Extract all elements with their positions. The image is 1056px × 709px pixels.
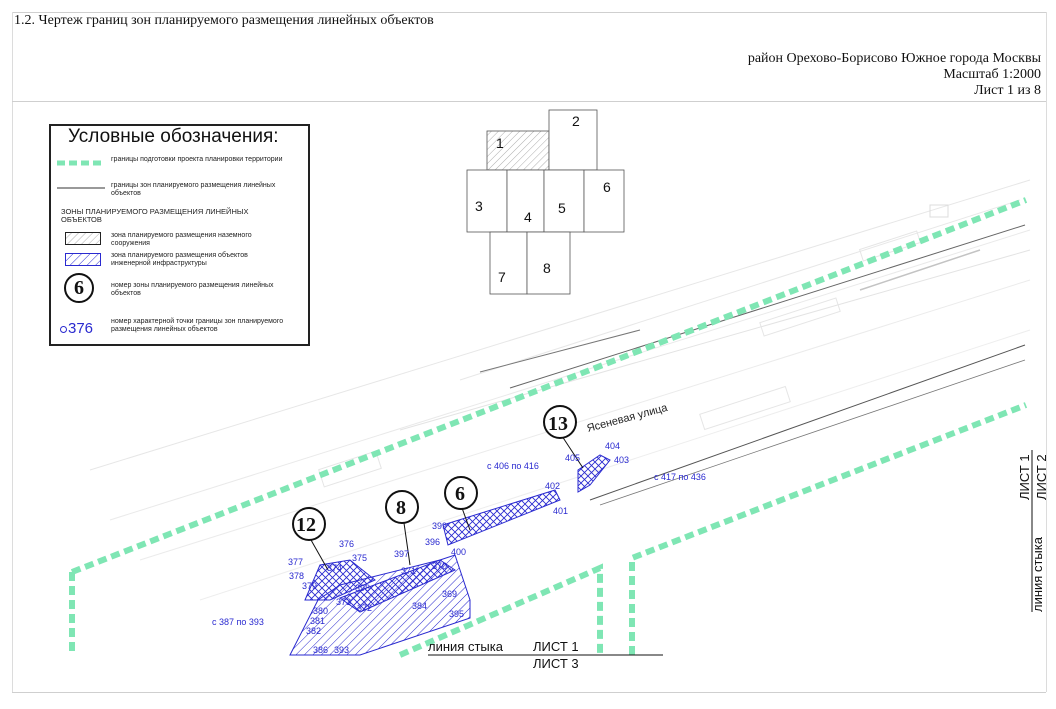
road-line-north-2 (479, 329, 641, 373)
point-404: 404 (605, 441, 620, 451)
point-370: 370 (432, 561, 447, 571)
junction-label-bottom: линия стыка (428, 639, 504, 654)
characteristic-points: 404 405 403 402 401 399 396 400 397 370 … (288, 441, 629, 655)
legend-zone-boundary-swatch (57, 187, 105, 189)
legend-item-planning-boundary: границы подготовки проекта планировки те… (111, 156, 283, 163)
point-399: 399 (432, 521, 447, 531)
point-369: 369 (442, 589, 457, 599)
index-sheet-5: 5 (558, 200, 566, 216)
road-line-south (589, 344, 1026, 501)
range-387-393: с 387 по 393 (212, 617, 264, 627)
point-400: 400 (451, 547, 466, 557)
zone-12 (304, 559, 376, 601)
frame-bottom-line (12, 692, 1046, 693)
zone-8-marker: 8 (385, 490, 419, 566)
zone-number-12: 12 (296, 514, 316, 536)
frame-top-line (12, 12, 1046, 13)
legend-engineering-swatch (65, 253, 101, 266)
zone-13 (577, 454, 611, 493)
sheet1-label-right: ЛИСТ 1 (1017, 454, 1032, 500)
legend-title: Условные обозначения: (68, 126, 279, 147)
legend-item-engineering: зона планируемого размещения объектов ин… (111, 252, 248, 267)
scale-label: Масштаб 1:2000 (943, 67, 1041, 82)
zone-6-marker: 6 (444, 476, 478, 531)
point-402: 402 (545, 481, 560, 491)
point-375: 375 (352, 553, 367, 563)
point-376: 376 (339, 539, 354, 549)
junction-label-right: линия стыка (1030, 536, 1045, 612)
zone-12-marker: 12 (292, 507, 329, 571)
legend-zone-number-sample: 6 (64, 273, 94, 303)
point-378: 378 (289, 571, 304, 581)
range-406-416: с 406 по 416 (487, 461, 539, 471)
planning-boundary (69, 197, 1028, 658)
point-403: 403 (614, 455, 629, 465)
frame-header-divider (12, 101, 1046, 102)
legend-point-sample: 376 (68, 320, 94, 337)
point-396: 396 (425, 537, 440, 547)
zone-number-6: 6 (455, 483, 465, 505)
point-380: 380 (313, 606, 328, 616)
index-sheet-1: 1 (496, 135, 504, 151)
sheet-label: Лист 1 из 8 (974, 83, 1041, 98)
legend-item-zone-boundary: границы зон планируемого размещения лине… (111, 182, 276, 197)
point-397: 397 (394, 549, 409, 559)
point-373: 373 (336, 597, 351, 607)
road-line-north (509, 224, 1026, 389)
sheet3-label: ЛИСТ 3 (533, 656, 579, 671)
legend-planning-boundary-swatch (57, 160, 105, 166)
sheet2-label: ЛИСТ 2 (1034, 454, 1049, 500)
index-sheet-3: 3 (475, 198, 483, 214)
point-374: 374 (327, 563, 342, 573)
district-label: район Орехово-Борисово Южное города Моск… (747, 51, 1041, 66)
frame-right-line (1046, 12, 1047, 692)
legend-point-text: номер характерной точки границы зон план… (111, 318, 284, 333)
point-395: 395 (449, 609, 464, 619)
sheet1-label-bottom: ЛИСТ 1 (533, 639, 579, 654)
zones (289, 454, 611, 656)
index-sheet-8: 8 (543, 260, 551, 276)
index-sheet-7: 7 (498, 269, 506, 285)
point-382: 382 (306, 626, 321, 636)
point-371: 371 (401, 566, 416, 576)
frame-left-line (12, 12, 13, 692)
index-map-labels: 1 2 3 4 5 6 7 8 (475, 113, 611, 285)
point-381: 381 (310, 616, 325, 626)
index-map (466, 109, 625, 295)
point-384: 384 (412, 601, 427, 611)
point-372: 372 (357, 603, 372, 613)
zone-8 (338, 559, 457, 613)
range-417-436: с 417 по 436 (654, 472, 706, 482)
legend: Условные обозначения: границы подготовки… (49, 124, 310, 346)
legend-zone-number-text: номер зоны планируемого размещения линей… (111, 282, 274, 297)
road-line-south-2 (599, 359, 1026, 506)
point-379: 379 (302, 581, 317, 591)
index-sheet-4: 4 (524, 209, 532, 225)
zone-6 (442, 489, 561, 546)
point-377: 377 (288, 557, 303, 567)
legend-zones-heading: ЗОНЫ ПЛАНИРУЕМОГО РАЗМЕЩЕНИЯ ЛИНЕЙНЫХ ОБ… (61, 207, 249, 224)
index-sheet-6: 6 (603, 179, 611, 195)
zone-13-marker: 13 (543, 405, 584, 469)
point-386: 386 (313, 645, 328, 655)
zone-number-8: 8 (396, 497, 406, 519)
point-401: 401 (553, 506, 568, 516)
point-393: 393 (334, 645, 349, 655)
drawing-title: 1.2. Чертеж границ зон планируемого разм… (14, 13, 434, 28)
point-405: 405 (565, 453, 580, 463)
legend-point-dot (60, 326, 67, 333)
zone-number-13: 13 (548, 413, 568, 435)
point-398: 398 (355, 583, 370, 593)
index-sheet-2: 2 (572, 113, 580, 129)
legend-ground-structure-swatch (65, 232, 101, 245)
legend-item-ground-structure: зона планируемого размещения наземного с… (111, 232, 252, 247)
